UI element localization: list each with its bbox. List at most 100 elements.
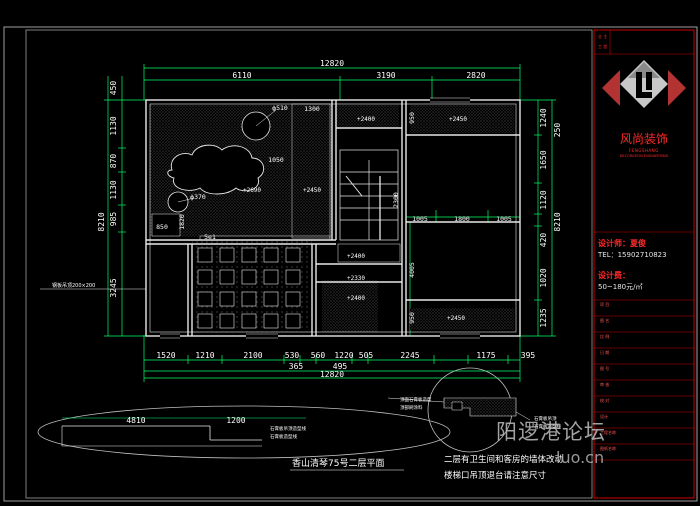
dim-top-total: 12820 bbox=[320, 59, 344, 68]
mark-5e1: 5e1 bbox=[204, 233, 216, 241]
dim-bottom-6: 1220 bbox=[334, 351, 353, 360]
dim-bottom-total: 12820 bbox=[320, 370, 344, 379]
watermark-text: 阳逻港论坛 bbox=[496, 420, 606, 444]
detail-note-4: 石膏板造型线 bbox=[534, 423, 561, 430]
brand-logo-icon bbox=[602, 60, 686, 108]
fee-label: 设计费： bbox=[598, 271, 630, 280]
tb-row-7: 校 对 bbox=[600, 398, 610, 403]
dim-left-total: 8210 bbox=[97, 212, 106, 231]
section-note-1: 石膏板吊顶造型线 bbox=[270, 425, 306, 432]
tb-row-9: 工程名称 bbox=[600, 430, 616, 435]
brand-en2: DECORATION ENGINEERING bbox=[619, 154, 669, 158]
section-note-2: 石膏板造型线 bbox=[270, 433, 297, 440]
dim-right-total-1: 250 bbox=[553, 123, 562, 138]
sheet-border bbox=[3, 26, 698, 502]
dim-int-850: 850 bbox=[156, 223, 168, 231]
dim-int-1050: 1050 bbox=[268, 156, 284, 164]
tb-row-4: 日 期 bbox=[600, 350, 610, 355]
dim-bottom-8: 2245 bbox=[400, 351, 419, 360]
tb-mark-owner: 业 主 bbox=[598, 34, 608, 39]
corridor-zone bbox=[335, 105, 399, 127]
dim-right-1: 1240 bbox=[539, 108, 548, 127]
brand-en: FENGSHANG bbox=[629, 148, 659, 153]
dim-right-6: 1235 bbox=[539, 308, 548, 327]
detail-note-3: 石膏板吊顶 bbox=[534, 415, 557, 422]
watermark-url: luo.cn bbox=[556, 448, 605, 467]
bedroom-bottom-zone bbox=[410, 308, 514, 330]
level-7: +2450 bbox=[447, 315, 465, 322]
dim-top-2: 3190 bbox=[376, 71, 395, 80]
dim-bottom-1: 1520 bbox=[156, 351, 175, 360]
tb-row-10: 图纸名称 bbox=[600, 446, 616, 451]
dim-left-5: 985 bbox=[109, 212, 118, 227]
note-line-1: 二层有卫生间和客房的墙体改动 bbox=[444, 454, 564, 465]
level-5: +2400 bbox=[347, 253, 365, 260]
left-detail-note: 钢板吊顶200×200 bbox=[52, 282, 95, 289]
title-block bbox=[593, 29, 695, 499]
dimension-lines bbox=[104, 64, 556, 382]
level-3: +2690 bbox=[243, 187, 261, 194]
dim-int-4005: 4005 bbox=[408, 262, 416, 278]
designer-name: 夏俊 bbox=[630, 239, 646, 248]
dim-int-1820: 1820 bbox=[178, 214, 186, 230]
section-dim-4810: 4810 bbox=[126, 416, 145, 425]
tb-row-1: 项 目 bbox=[600, 302, 610, 307]
dim-bottom-4: 530 bbox=[285, 351, 300, 360]
level-2: +2450 bbox=[449, 116, 467, 123]
level-4: +2450 bbox=[303, 187, 321, 194]
tb-row-8: 设计 bbox=[600, 414, 608, 419]
title-block-text: 业 主 工 程 风尚装饰 FENGSHANG DECORATION ENGINE… bbox=[594, 30, 694, 500]
dim-bottom-9: 1175 bbox=[476, 351, 495, 360]
level-8: +2400 bbox=[347, 295, 365, 302]
ceiling-detail: 顶面石膏板造型 顶部刷涂料 石膏板吊顶 石膏板造型线 bbox=[387, 367, 561, 453]
dim-int-1005a: 1005 bbox=[412, 215, 428, 223]
dim-top-3: 2820 bbox=[466, 71, 485, 80]
tb-row-2: 图 名 bbox=[600, 318, 610, 323]
detail-note-1: 顶面石膏板造型 bbox=[400, 396, 432, 403]
dim-left-1: 450 bbox=[109, 81, 118, 96]
dim-bottom-10: 395 bbox=[521, 351, 536, 360]
dim-right-2: 1650 bbox=[539, 150, 548, 169]
detail-note-2: 顶部刷涂料 bbox=[400, 404, 423, 411]
dim-bottom-sub-2: 495 bbox=[333, 362, 348, 371]
dim-int-1300: 1300 bbox=[304, 105, 320, 113]
ceiling-cassettes bbox=[197, 247, 301, 329]
section-dim-1200: 1200 bbox=[226, 416, 245, 425]
dim-left-4: 1130 bbox=[109, 180, 118, 199]
bedroom-top-zone bbox=[410, 105, 514, 133]
dim-left-2: 1130 bbox=[109, 116, 118, 135]
section-detail: 4810 1200 石膏板吊顶造型线 石膏板造型线 bbox=[37, 405, 451, 459]
dim-int-1800: 1800 bbox=[454, 215, 470, 223]
dim-bottom-7: 505 bbox=[359, 351, 374, 360]
dim-right-3: 1120 bbox=[539, 190, 548, 209]
tb-row-6: 审 核 bbox=[600, 382, 610, 387]
round-light-large bbox=[241, 111, 271, 141]
dim-right-5: 1020 bbox=[539, 268, 548, 287]
staircase bbox=[339, 149, 399, 241]
cloud-ceiling-feature bbox=[167, 144, 265, 195]
tb-row-5: 图 号 bbox=[600, 366, 610, 371]
dim-int-phi510: ф510 bbox=[272, 104, 288, 112]
tb-mark-project: 工 程 bbox=[598, 44, 608, 49]
dim-int-950b: 950 bbox=[408, 312, 416, 324]
floor-plan bbox=[145, 97, 521, 339]
note-line-2: 楼梯口吊顶退台请注意尺寸 bbox=[444, 470, 547, 481]
dim-int-950a: 950 bbox=[408, 112, 416, 124]
bath-zone bbox=[322, 280, 378, 332]
level-6: +2330 bbox=[347, 275, 365, 282]
fee-value: 50~180元/㎡ bbox=[598, 283, 643, 291]
brand-name: 风尚装饰 bbox=[619, 132, 668, 146]
dim-int-1005b: 1005 bbox=[496, 215, 512, 223]
drawing-frame bbox=[25, 29, 593, 499]
dim-bottom-sub-1: 365 bbox=[289, 362, 304, 371]
dim-right-total-2: 8210 bbox=[553, 212, 562, 231]
designer-tel: TEL：15902710823 bbox=[598, 251, 667, 259]
drawing-title: 香山清琴75号二层平面 bbox=[292, 457, 384, 469]
dim-left-6: 3245 bbox=[109, 278, 118, 297]
dim-int-phi370: ф370 bbox=[190, 193, 206, 201]
dim-right-4: 420 bbox=[539, 233, 548, 248]
dim-bottom-2: 1210 bbox=[195, 351, 214, 360]
dim-bottom-5: 560 bbox=[311, 351, 326, 360]
dim-int-2300: 2300 bbox=[392, 192, 400, 208]
